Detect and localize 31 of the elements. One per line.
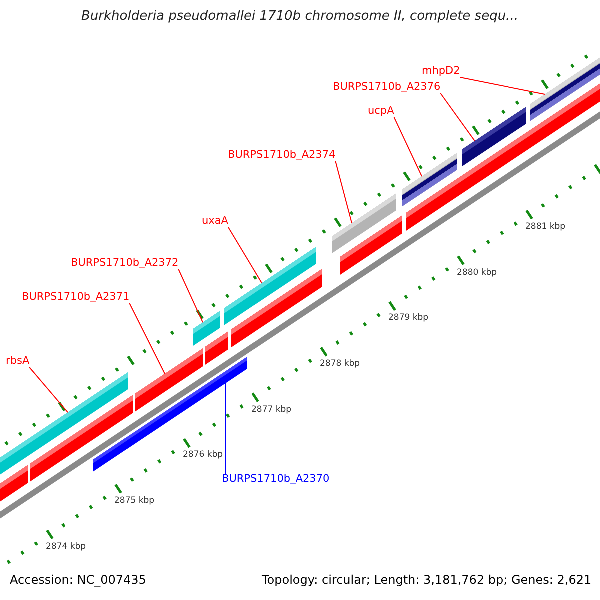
gene-bar [340,216,402,276]
leader-line [460,77,546,95]
leader-line [29,367,68,414]
gene-label: BURPS1710b_A2370 [222,474,330,486]
gene-label: BURPS1710b_A2376 [333,82,441,94]
leader-line [178,269,204,324]
leader-line [394,117,422,177]
scale-label: 2874 kbp [46,542,86,552]
summary-text: Topology: circular; Length: 3,181,762 bp; Genes: 2,621 [262,574,592,588]
title: Burkholderia pseudomallei 1710b chromosome II, complete sequ... [80,10,520,24]
leader-line [129,303,166,374]
gene-label: BURPS1710b_A2371 [22,292,130,304]
scale-label: 2878 kbp [320,360,360,370]
scale-label: 2880 kbp [457,268,498,278]
gene-label: uxaA [202,216,228,228]
leader-line [440,93,476,142]
gene-label: BURPS1710b_A2372 [71,258,179,270]
gene-label: rbsA [6,356,30,368]
gene-bar [231,269,322,348]
scale-label: 2876 kbp [183,451,224,461]
leader-line [228,227,262,284]
accession-text: Accession: NC_007435 [10,574,146,588]
scale-label: 2875 kbp [114,496,155,506]
gene-label: mhpD2 [422,66,460,78]
gene-bar [93,357,247,472]
scale-label: 2881 kbp [526,222,566,232]
scale-label: 2879 kbp [388,314,429,324]
gene-label: BURPS1710b_A2374 [228,150,336,162]
gene-bar [205,332,228,366]
leader-line [335,161,352,224]
gene-label: ucpA [368,106,394,118]
